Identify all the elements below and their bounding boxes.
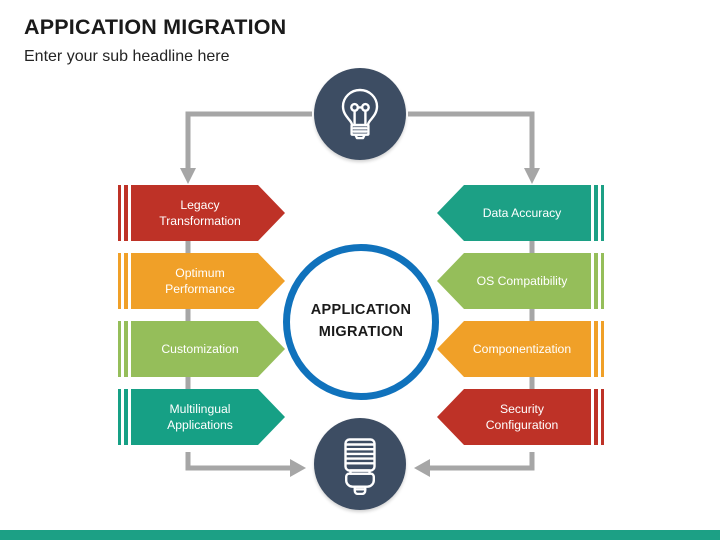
stripe-thin-1 — [601, 185, 604, 241]
arrow-label: Customization — [155, 341, 244, 357]
arrowhead-down-left — [180, 168, 196, 184]
hub-circle-bottom — [314, 418, 406, 510]
stripe-thin-1 — [118, 321, 121, 377]
stripe-thin-2 — [124, 389, 128, 445]
stripe-group — [118, 389, 131, 445]
arrow-label-line2: Applications — [167, 418, 233, 432]
arrow-left-0[interactable]: Legacy Transformation — [118, 185, 285, 241]
hub-circle-top — [314, 68, 406, 160]
arrow-label-line1: Componentization — [472, 341, 572, 356]
arrow-label-line2: Transformation — [159, 214, 241, 228]
accent-bar-separator — [0, 528, 720, 530]
arrow-label: Componentization — [467, 341, 577, 357]
arrowhead-down-right — [524, 168, 540, 184]
stripe-thin-1 — [118, 185, 121, 241]
arrow-label-line1: Optimum — [175, 265, 225, 280]
stripe-thin-2 — [594, 253, 598, 309]
arrow-right-2[interactable]: Componentization — [437, 321, 604, 377]
arrowhead-left-bottom-right — [414, 459, 430, 477]
arrow-right-1[interactable]: OS Compatibility — [437, 253, 604, 309]
arrow-label: Data Accuracy — [477, 205, 568, 221]
center-label-line1: APPLICATION — [310, 302, 412, 319]
arrow-label-line1: Legacy — [180, 197, 220, 212]
arrow-right-0[interactable]: Data Accuracy — [437, 185, 604, 241]
arrow-body: Componentization — [437, 321, 591, 377]
stripe-thin-2 — [594, 185, 598, 241]
stripe-thin-2 — [594, 321, 598, 377]
stripe-thin-1 — [118, 389, 121, 445]
stripe-gap-2 — [128, 321, 131, 377]
arrow-body: Security Configuration — [437, 389, 591, 445]
arrow-body: OS Compatibility — [437, 253, 591, 309]
arrow-label: Security Configuration — [480, 401, 565, 433]
stripe-group — [118, 253, 131, 309]
accent-bar — [0, 530, 720, 540]
arrow-left-1[interactable]: Optimum Performance — [118, 253, 285, 309]
arrow-left-2[interactable]: Customization — [118, 321, 285, 377]
page-title: APPICATION MIGRATION — [24, 15, 287, 39]
arrow-label: Legacy Transformation — [153, 197, 247, 229]
arrow-left-3[interactable]: Multilingual Applications — [118, 389, 285, 445]
arrow-label-line1: OS Compatibility — [476, 273, 568, 288]
center-label-line2: MIGRATION — [318, 324, 404, 340]
stripe-gap-2 — [128, 253, 131, 309]
arrow-label-line1: Data Accuracy — [482, 205, 562, 220]
page-subtitle: Enter your sub headline here — [24, 48, 230, 65]
stripe-group — [118, 321, 131, 377]
stripe-group — [591, 389, 604, 445]
arrow-label: Multilingual Applications — [161, 401, 239, 433]
arrow-right-3[interactable]: Security Configuration — [437, 389, 604, 445]
lightbulb-icon — [341, 88, 379, 140]
arrow-label-line2: Configuration — [485, 418, 559, 432]
arrow-label-line1: Customization — [161, 341, 239, 356]
stripe-thin-1 — [601, 321, 604, 377]
arrow-label-line1: Multilingual — [169, 401, 231, 416]
stripe-thin-1 — [601, 253, 604, 309]
arrow-label: Optimum Performance — [159, 265, 241, 297]
arrow-body: Customization — [131, 321, 285, 377]
arrow-label-line1: Security — [499, 401, 545, 416]
center-ring: APPLICATION MIGRATION — [283, 244, 439, 400]
stripe-thin-2 — [124, 253, 128, 309]
stripe-thin-2 — [124, 321, 128, 377]
stripe-thin-2 — [594, 389, 598, 445]
stripe-group — [591, 185, 604, 241]
stripe-group — [591, 321, 604, 377]
arrow-body: Optimum Performance — [131, 253, 285, 309]
arrow-label: OS Compatibility — [471, 273, 574, 289]
stripe-group — [591, 253, 604, 309]
stripe-group — [118, 185, 131, 241]
cfl-bulb-icon — [344, 438, 376, 495]
stripe-thin-1 — [601, 389, 604, 445]
stripe-thin-2 — [124, 185, 128, 241]
arrow-body: Data Accuracy — [437, 185, 591, 241]
stripe-gap-2 — [128, 185, 131, 241]
arrow-label-line2: Performance — [165, 282, 235, 296]
arrowhead-right-bottom-left — [290, 459, 306, 477]
stripe-thin-1 — [118, 253, 121, 309]
arrow-body: Multilingual Applications — [131, 389, 285, 445]
arrow-body: Legacy Transformation — [131, 185, 285, 241]
stripe-gap-2 — [128, 389, 131, 445]
